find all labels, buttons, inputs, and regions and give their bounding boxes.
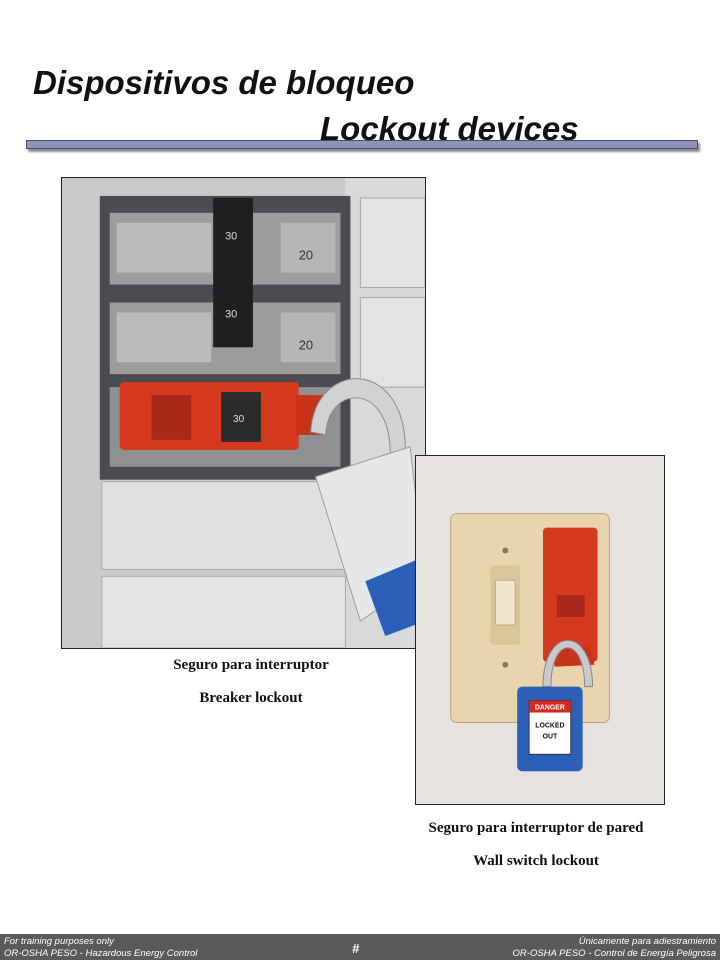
tag-out-text: OUT	[543, 733, 558, 740]
wall-switch-caption-english: Wall switch lockout	[473, 853, 599, 869]
lock-rating-label: 30	[233, 414, 245, 425]
footer-left-line2: OR-OSHA PESO - Hazardous Energy Control	[4, 948, 198, 959]
tag-locked-text: LOCKED	[535, 722, 564, 729]
footer-page-number: #	[352, 941, 360, 956]
breaker-rating-label-a: 20	[299, 248, 313, 263]
breaker-caption-english: Breaker lockout	[199, 690, 303, 706]
slide-title-spanish: Dispositivos de bloqueo	[33, 64, 415, 101]
footer-right-line1: Únicamente para adiestramiento	[578, 936, 716, 947]
red-switch-lockout-cover	[542, 527, 598, 662]
light-switch-toggle	[494, 579, 516, 626]
wall-switch-illustration: DANGER LOCKED OUT	[416, 456, 664, 804]
breaker-caption-spanish: Seguro para interruptor	[173, 657, 329, 673]
handle-rating-top: 30	[225, 231, 237, 243]
red-breaker-lockout-device	[119, 382, 299, 450]
breaker-lockout-photo: 20 20 30 30 30	[61, 177, 426, 649]
tag-danger-text: DANGER	[535, 705, 565, 712]
footer-left-line1: For training purposes only	[4, 936, 114, 947]
wall-switch-lockout-photo: DANGER LOCKED OUT	[415, 455, 665, 805]
title-underline-bar	[26, 140, 698, 149]
slide-footer: For training purposes only OR-OSHA PESO …	[0, 934, 720, 960]
footer-right-line2: OR-OSHA PESO - Control de Energía Peligr…	[512, 948, 716, 959]
breaker-panel-illustration: 20 20 30 30 30	[62, 178, 425, 648]
wall-switch-caption-spanish: Seguro para interruptor de pared	[428, 820, 644, 836]
breaker-rating-label-b: 20	[299, 337, 313, 352]
handle-rating-mid: 30	[225, 308, 237, 320]
